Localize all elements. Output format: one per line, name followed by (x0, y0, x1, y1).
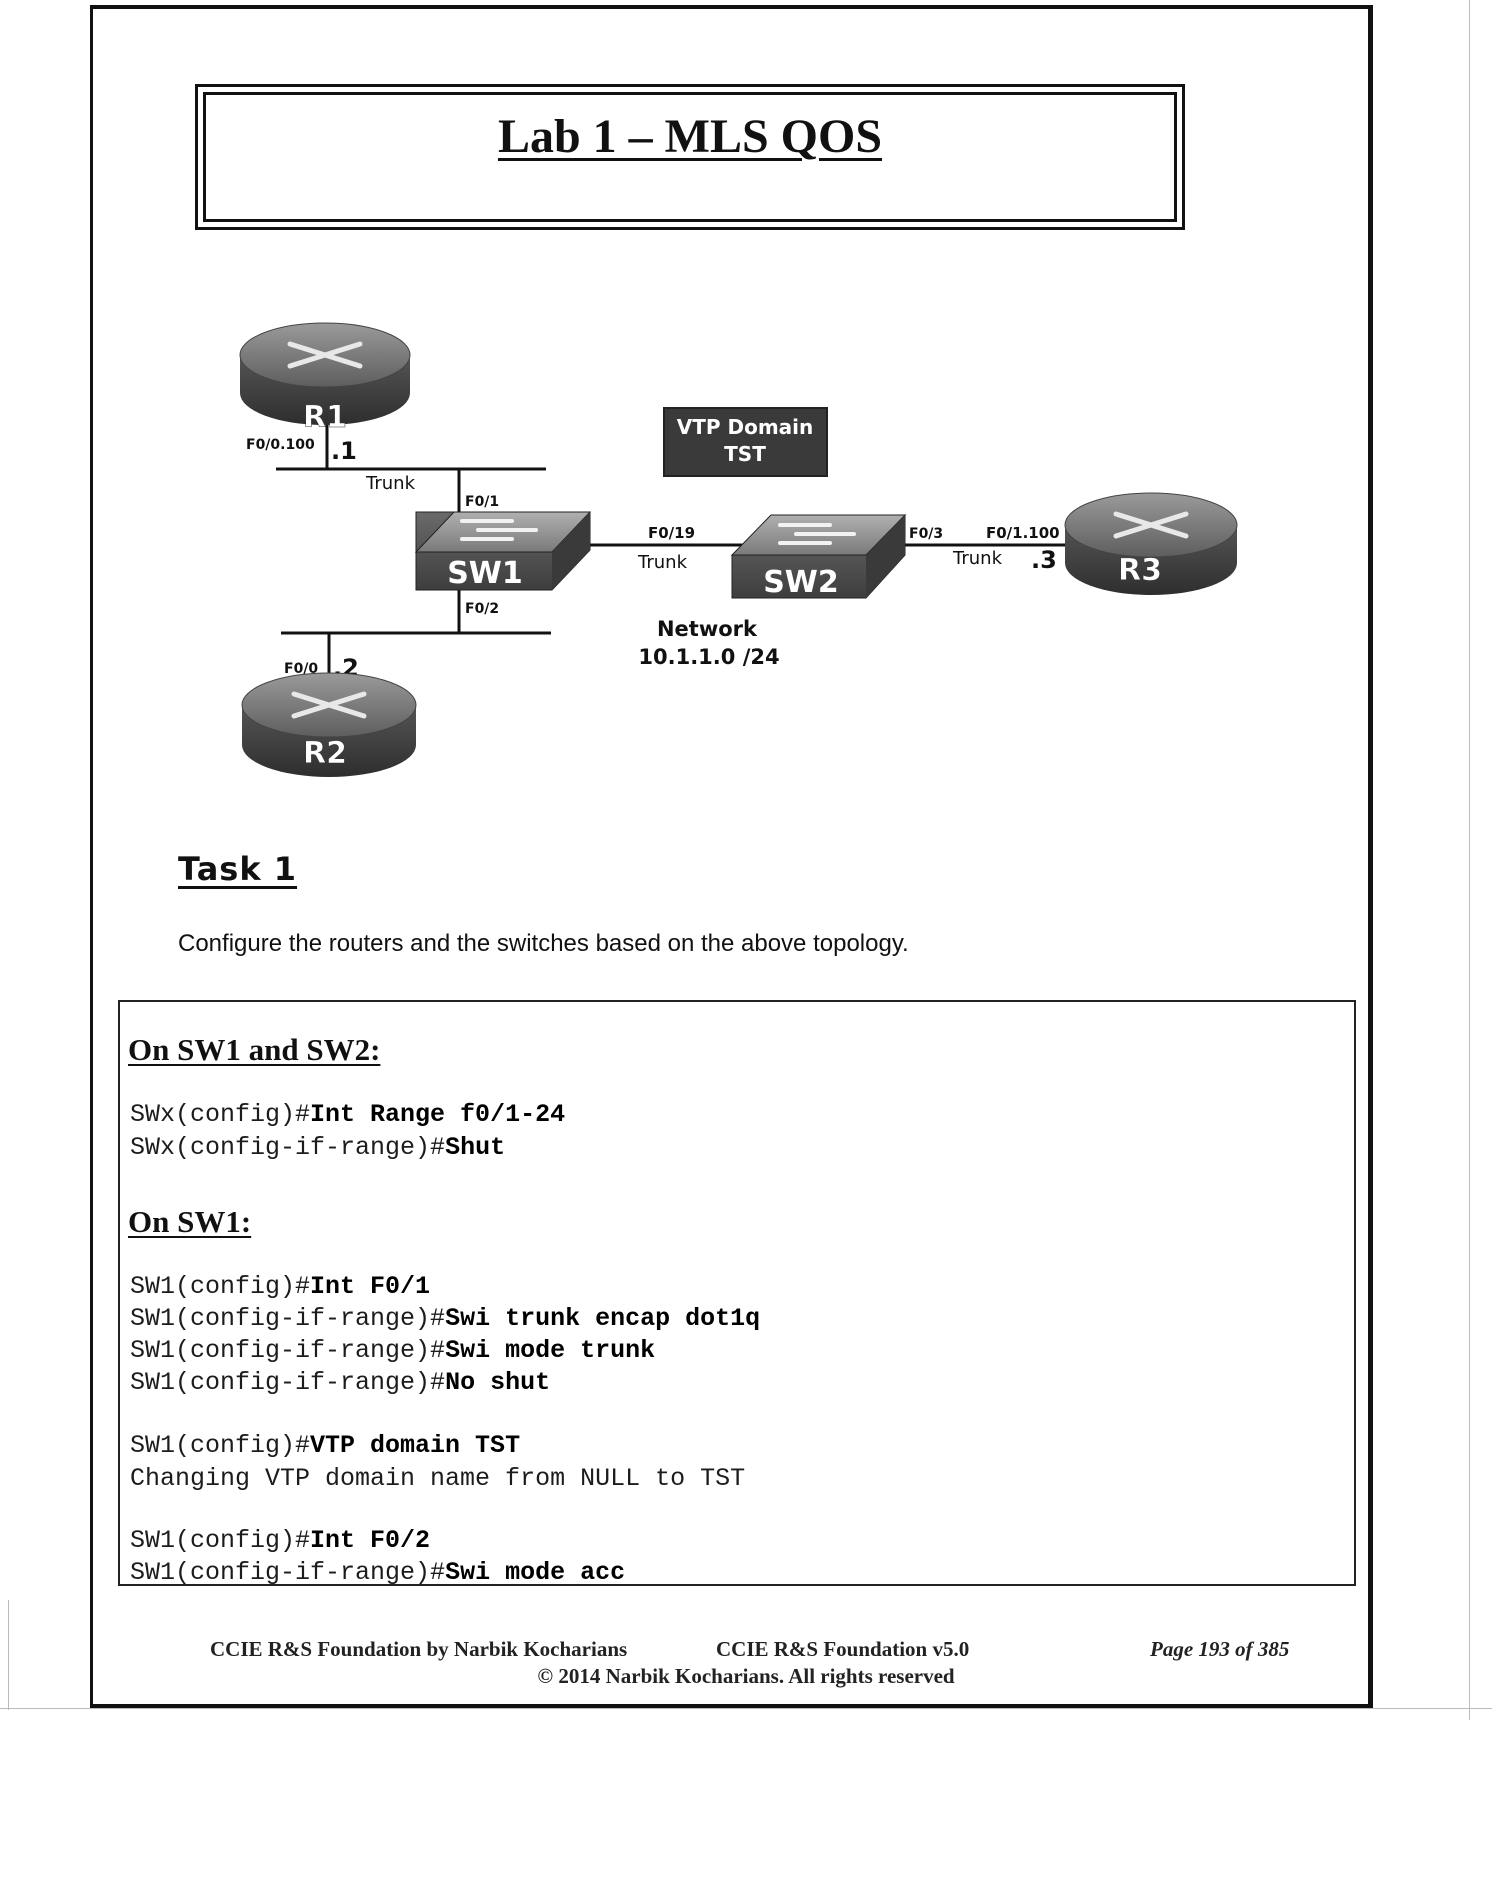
r3-port-label: F0/1.100 (986, 524, 1060, 542)
section-title-sw1-sw2: On SW1 and SW2: (128, 1032, 381, 1067)
config-line: SW1(config-if-range)#Swi trunk encap dot… (130, 1304, 761, 1333)
scan-edge-line (8, 1600, 9, 1710)
scan-edge-line (1469, 0, 1470, 1720)
scan-edge-line (0, 1708, 1492, 1709)
page-border (90, 5, 1373, 1708)
r3-name: R3 (1118, 553, 1162, 588)
r2-name: R2 (303, 736, 347, 771)
switch-sw1-icon (414, 511, 592, 591)
config-line: SW1(config)#Int F0/1 (130, 1272, 431, 1301)
section-title-sw1: On SW1: (128, 1204, 252, 1239)
config-box (118, 1000, 1356, 1586)
config-line: SW1(config-if-range)#Swi mode acc (130, 1558, 626, 1587)
sw1-name: SW1 (447, 556, 523, 591)
footer-page-number: Page 193 of 385 (1150, 1637, 1290, 1661)
task-description: Configure the routers and the switches b… (178, 930, 909, 957)
r1-port-label: F0/0.100 (246, 437, 315, 453)
sw2-name: SW2 (763, 565, 839, 600)
title-box-inner: Lab 1 – MLS QOS (203, 92, 1177, 222)
vtp-domain-box (663, 407, 828, 477)
task-heading: Task 1 (178, 850, 298, 888)
sw2-port-right-label: F0/3 (909, 526, 943, 542)
footer-copyright: © 2014 Narbik Kocharians. All rights res… (537, 1664, 955, 1688)
config-line: SWx(config-if-range)#Shut (130, 1133, 506, 1162)
config-line: SWx(config)#Int Range f0/1-24 (130, 1100, 566, 1129)
config-line: SW1(config-if-range)#No shut (130, 1368, 551, 1397)
sw1-port-top-label: F0/1 (465, 494, 499, 510)
title-box: Lab 1 – MLS QOS (195, 84, 1185, 230)
r1-ip-label: .1 (331, 437, 357, 465)
r1-trunk-label: Trunk (365, 473, 416, 494)
sw1-sw2-trunk-label: Trunk (637, 552, 688, 573)
router-r2-icon (241, 672, 417, 777)
footer-version: CCIE R&S Foundation v5.0 (716, 1637, 970, 1661)
network-label-line1: Network (657, 617, 758, 641)
topology-diagram: R1 F0/0.100 .1 Trunk VTP Domain TST SW1 … (239, 322, 1238, 777)
r2-port-label: F0/0 (284, 661, 318, 677)
sw1-port-bottom-label: F0/2 (465, 601, 499, 617)
r1-name: R1 (303, 400, 347, 435)
network-label-line2: 10.1.1.0 /24 (638, 645, 779, 669)
config-line: SW1(config)#Int F0/2 (130, 1526, 431, 1555)
r3-ip-label: .3 (1031, 546, 1057, 574)
switch-sw2-icon (730, 513, 907, 599)
sw2-port-left-label: F0/19 (648, 524, 695, 542)
sw2-r3-trunk-label: Trunk (952, 548, 1003, 569)
router-r1-icon (239, 322, 411, 425)
footer-author: CCIE R&S Foundation by Narbik Kocharians (210, 1637, 628, 1661)
vtp-domain-line1: VTP Domain (677, 415, 814, 439)
config-line: SW1(config)#VTP domain TST (130, 1431, 521, 1460)
vtp-domain-line2: TST (724, 442, 766, 466)
router-r3-icon (1064, 492, 1238, 595)
config-output-line: Changing VTP domain name from NULL to TS… (130, 1464, 746, 1493)
config-line: SW1(config-if-range)#Swi mode trunk (130, 1336, 656, 1365)
page-title: Lab 1 – MLS QOS (497, 110, 883, 163)
